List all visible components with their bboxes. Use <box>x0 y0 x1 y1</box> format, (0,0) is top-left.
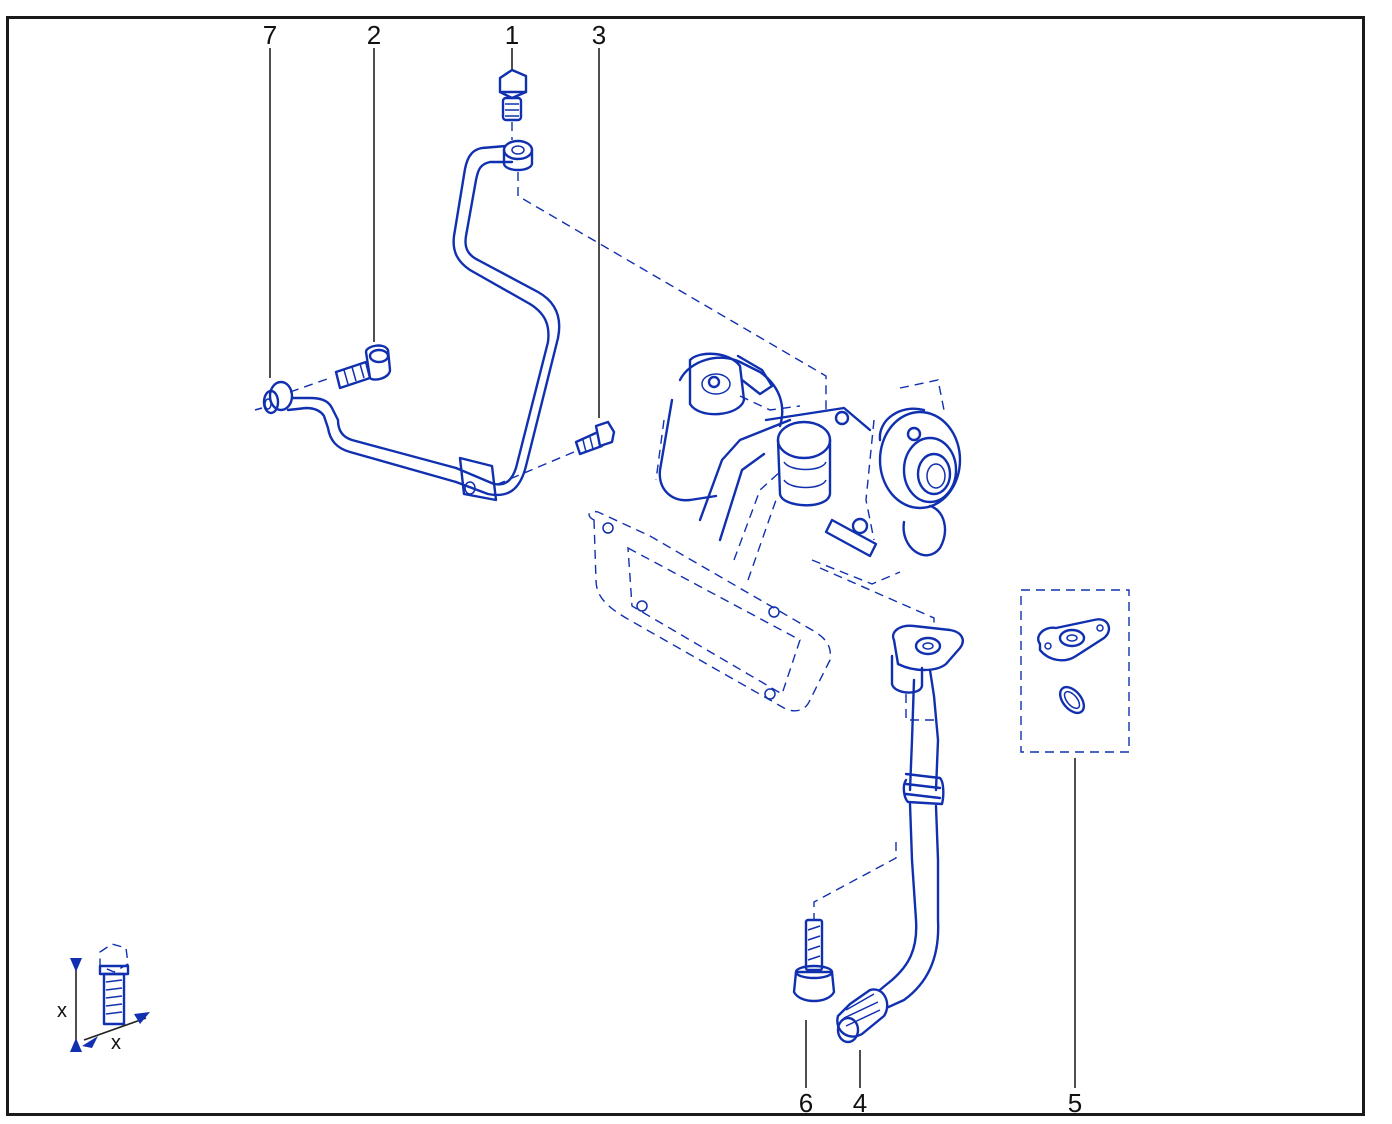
banjo-bolt-top <box>498 68 528 140</box>
diagram-frame <box>6 16 1365 1116</box>
oil-feed-pipe <box>286 139 561 502</box>
callout-7: 7 <box>262 20 278 50</box>
dimension-label-vertical: x <box>57 1000 67 1022</box>
oil-return-pipe <box>836 624 964 1044</box>
turbocharger-assembly <box>588 352 962 712</box>
callout-6: 6 <box>798 1088 814 1118</box>
banjo-fitting <box>254 377 331 415</box>
leader-lines <box>269 48 1076 1088</box>
assembly-lines <box>517 172 935 920</box>
callout-1: 1 <box>504 20 520 50</box>
gasket-kit <box>1020 589 1130 753</box>
callout-5: 5 <box>1067 1088 1083 1118</box>
dimension-legend-bolt <box>70 943 150 1052</box>
dimension-label-horizontal: x <box>111 1032 121 1054</box>
long-bolt-6 <box>792 918 836 1003</box>
callout-3: 3 <box>591 20 607 50</box>
callout-2: 2 <box>366 20 382 50</box>
bolt-3 <box>497 420 616 485</box>
callout-4: 4 <box>852 1088 868 1118</box>
bolt-2 <box>334 344 392 390</box>
